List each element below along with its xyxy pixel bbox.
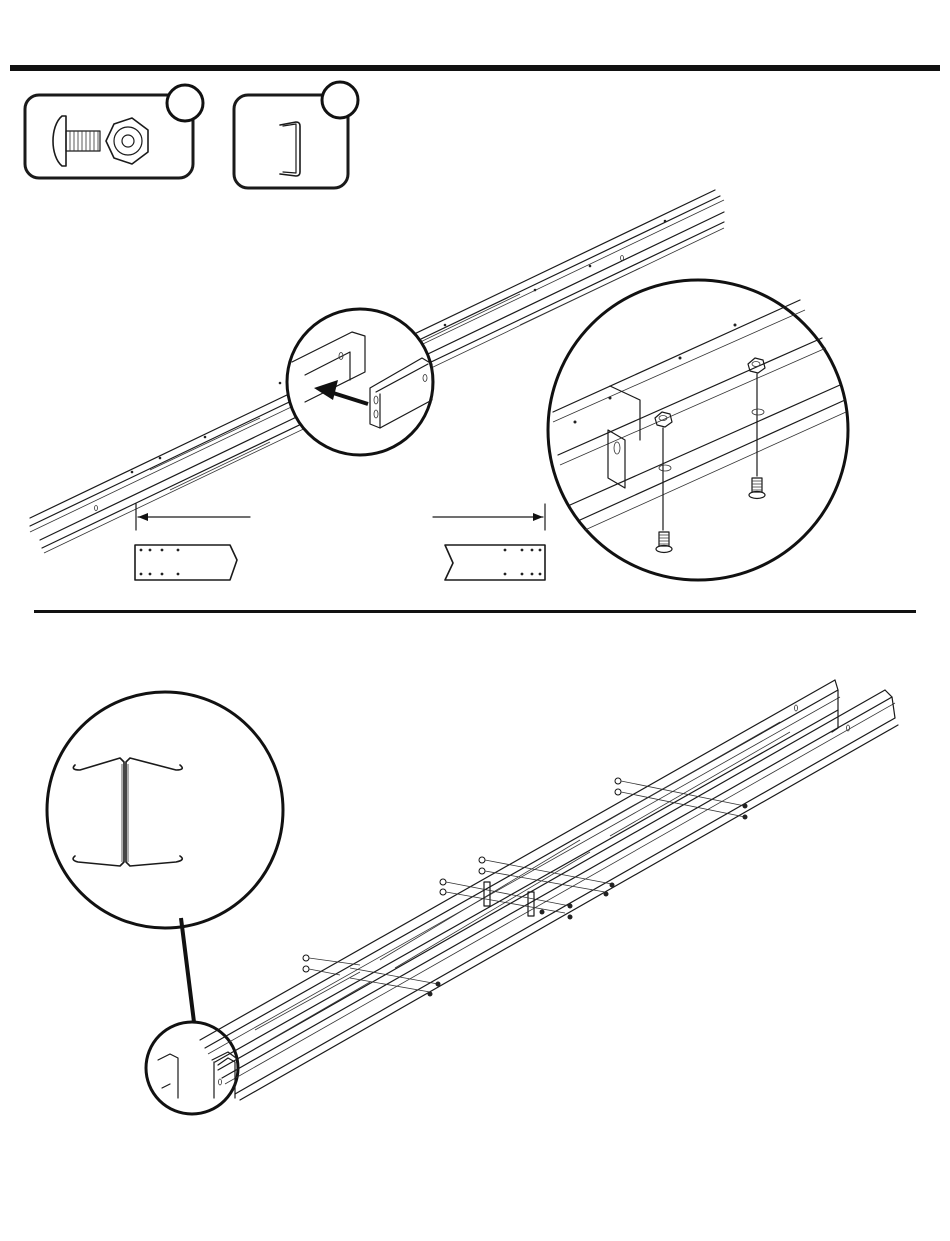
measurement-indicator <box>135 504 545 580</box>
part-callout-bolt-nut <box>25 85 203 178</box>
count-badge-1 <box>167 85 203 121</box>
detail-circle-end <box>146 1022 238 1114</box>
detail-circle-ibeam <box>47 692 283 928</box>
bracket-icon <box>280 122 300 176</box>
detail-circle-bolts <box>548 280 848 580</box>
step-bottom-rails <box>200 680 898 1100</box>
middle-divider <box>34 610 916 613</box>
part-callout-bracket <box>234 82 358 188</box>
detail-circle-insert <box>287 309 433 455</box>
count-badge-2 <box>322 82 358 118</box>
detail-leader-line <box>181 918 194 1022</box>
bolt-nut-icon <box>53 116 148 166</box>
top-divider <box>10 65 940 71</box>
